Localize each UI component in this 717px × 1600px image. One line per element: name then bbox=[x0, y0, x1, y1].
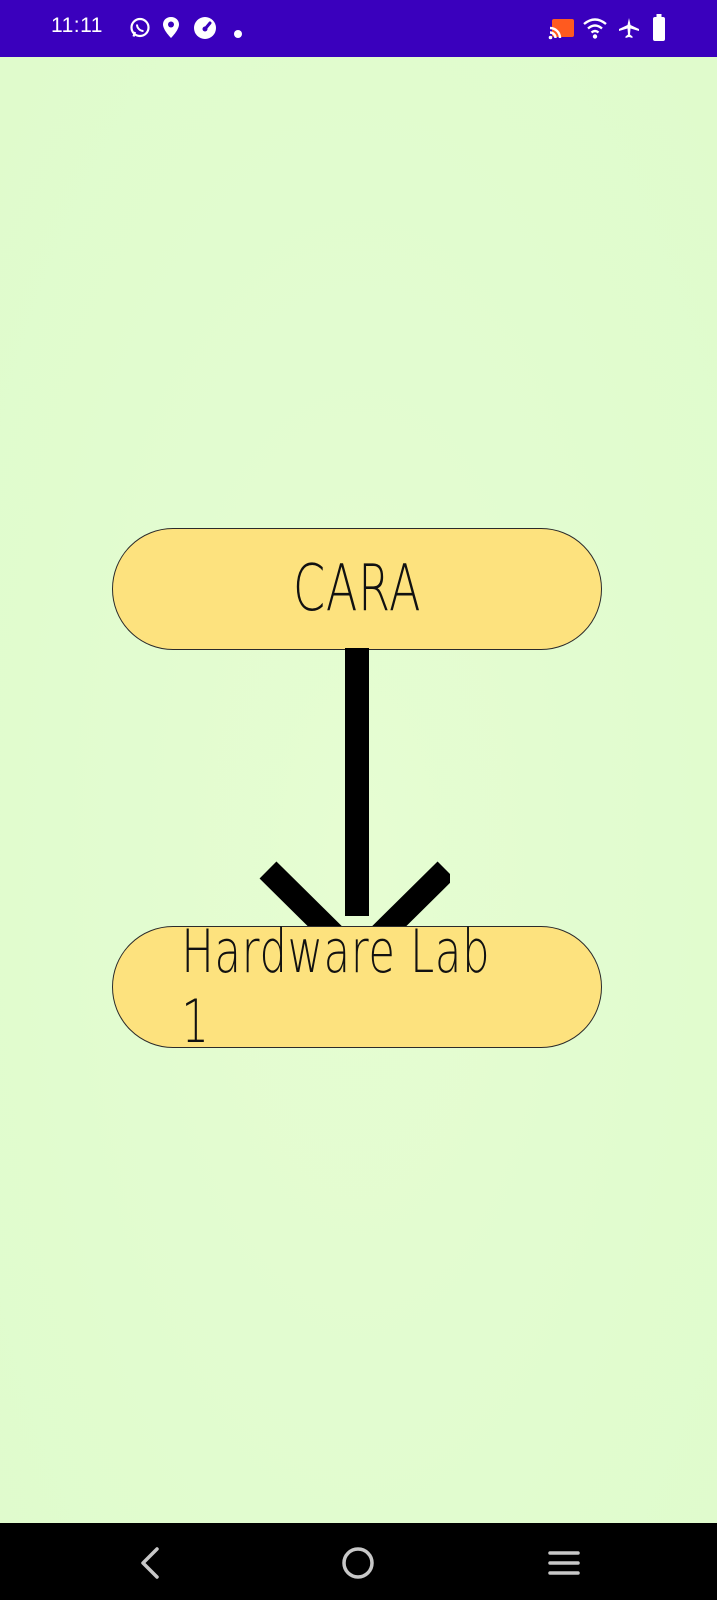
battery-icon bbox=[652, 14, 666, 46]
whatsapp-icon bbox=[128, 16, 152, 44]
node-hardware-lab-1-label: Hardware Lab 1 bbox=[181, 917, 491, 1057]
node-hardware-lab-1[interactable]: Hardware Lab 1 bbox=[112, 917, 602, 1057]
speedometer-icon bbox=[193, 16, 217, 44]
recents-icon[interactable] bbox=[544, 1543, 584, 1583]
navigation-bar bbox=[0, 1523, 717, 1600]
cast-icon bbox=[548, 16, 576, 44]
wifi-icon bbox=[582, 16, 608, 44]
content-area: CARA Hardware Lab 1 bbox=[0, 57, 717, 1523]
node-cara-label: CARA bbox=[292, 552, 422, 626]
status-time: 11:11 bbox=[51, 14, 103, 37]
airplane-mode-icon bbox=[617, 16, 641, 44]
back-icon[interactable] bbox=[131, 1543, 171, 1583]
down-arrow bbox=[259, 648, 450, 938]
node-cara[interactable]: CARA bbox=[112, 528, 602, 650]
notification-dot-icon bbox=[233, 24, 243, 43]
status-bar: 11:11 bbox=[0, 0, 717, 57]
home-icon[interactable] bbox=[338, 1543, 378, 1583]
maps-pin-icon bbox=[162, 16, 180, 44]
